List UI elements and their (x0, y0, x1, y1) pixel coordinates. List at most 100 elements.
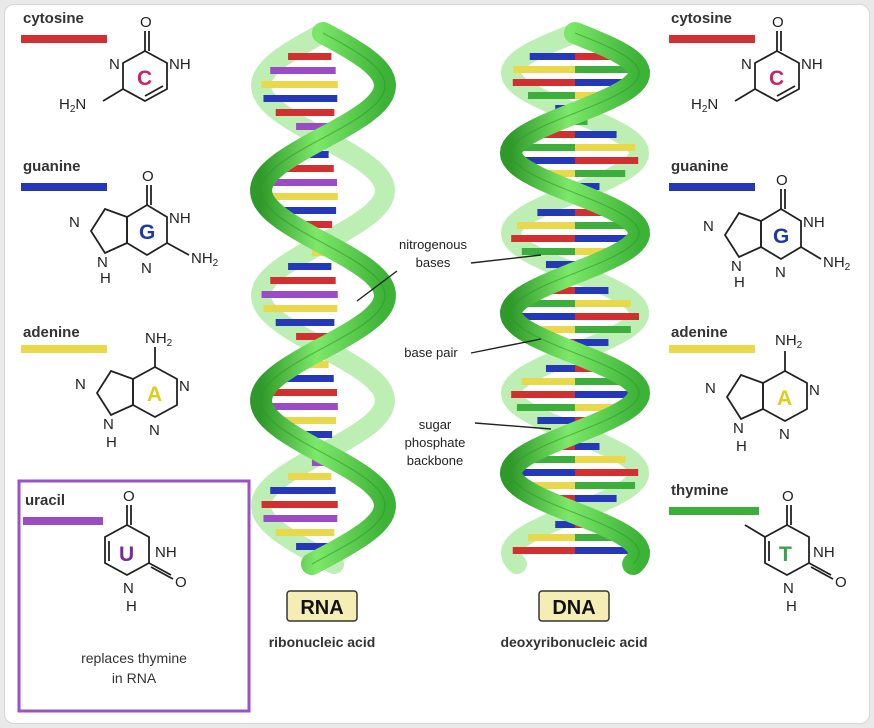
rna-rung (288, 263, 332, 270)
svg-text:N: N (775, 264, 786, 281)
svg-text:T: T (779, 543, 792, 566)
rna-back-strand (251, 23, 395, 574)
svg-text:C: C (769, 67, 784, 90)
dna-rung-right (575, 547, 638, 554)
uracil-note-line2: in RNA (112, 670, 157, 686)
dna-rung-right (575, 79, 638, 86)
thymine-color-bar (669, 507, 759, 515)
rna-rung (261, 291, 338, 298)
dna-caption: deoxyribonucleic acid (500, 634, 647, 650)
dna-back-strand (500, 23, 650, 574)
dna-rung-right (575, 170, 626, 177)
annotation-nitrogenous: nitrogenous (399, 237, 467, 252)
dna-rung-right (575, 339, 609, 346)
rna-rung (268, 417, 337, 424)
svg-text:H: H (100, 270, 111, 287)
svg-text:O: O (123, 488, 135, 505)
svg-text:N: N (179, 378, 190, 395)
svg-text:H: H (126, 598, 137, 615)
rna-rung (296, 333, 330, 340)
svg-text:N: N (733, 420, 744, 437)
dna-rung-left (524, 456, 575, 463)
rna-caption-group: RNA ribonucleic acid (269, 590, 375, 650)
dna-rung-left (555, 521, 575, 528)
dna-rung-left (521, 378, 575, 385)
adenine-left: adenine NH2 N N N N H A (21, 324, 190, 451)
adenine-color-bar-right (669, 345, 755, 353)
svg-text:N: N (103, 416, 114, 433)
rna-rung (270, 67, 336, 74)
svg-text:A: A (777, 387, 792, 410)
dna-rung-right (575, 534, 622, 541)
dna-rung-left (529, 53, 575, 60)
rna-rung (288, 53, 332, 60)
svg-text:O: O (835, 574, 847, 591)
dna-rung-left (545, 261, 575, 268)
svg-text:N: N (783, 580, 794, 597)
dna-strand-edge (510, 32, 640, 565)
annotation-phosphate: phosphate (405, 435, 466, 450)
dna-rung-left (516, 404, 575, 411)
guanine-label: guanine (23, 158, 81, 175)
svg-text:N: N (109, 56, 120, 73)
diagram-frame: cytosine O N NH H2N C guanine O NH N (4, 4, 870, 724)
annotation-bases: bases (416, 255, 451, 270)
svg-text:O: O (175, 574, 187, 591)
dna-rung-right (575, 495, 617, 502)
rna-dna-diagram: cytosine O N NH H2N C guanine O NH N (17, 10, 851, 713)
rna-rung (261, 403, 338, 410)
rna-rung (278, 375, 334, 382)
dna-label: DNA (552, 597, 595, 619)
dna-rung-right (575, 144, 636, 151)
rna-rung (270, 277, 336, 284)
dna-rung-right (575, 66, 637, 73)
svg-text:NH: NH (155, 544, 177, 561)
dna-rung-left (511, 235, 575, 242)
svg-text:N: N (731, 258, 742, 275)
uracil-note-line1: replaces thymine (81, 650, 187, 666)
adenine-structure: NH2 N N N N H A (75, 330, 190, 451)
dna-rung-left (519, 300, 575, 307)
rna-rung (275, 529, 335, 536)
dna-rung-left (512, 79, 575, 86)
adenine-color-bar (21, 345, 107, 353)
rna-rung (270, 487, 336, 494)
svg-text:N: N (97, 254, 108, 271)
dna-rung-right (575, 235, 639, 242)
dna-rung-left (514, 482, 575, 489)
uracil-label: uracil (25, 492, 65, 509)
svg-text:O: O (142, 168, 154, 185)
svg-text:O: O (776, 172, 788, 189)
rna-rung (296, 543, 330, 550)
dna-rung-left (514, 144, 575, 151)
rna-rung (263, 515, 338, 522)
guanine-right: guanine O NH N N N H NH2 G (669, 158, 851, 291)
cytosine-left: cytosine O N NH H2N C (21, 10, 191, 115)
cytosine-color-bar-right (669, 35, 755, 43)
dna-rung-right (575, 482, 636, 489)
dna-label-box (538, 590, 610, 622)
svg-text:G: G (139, 221, 155, 244)
dna-rung-right (575, 131, 617, 138)
svg-text:NH: NH (169, 210, 191, 227)
guanine-structure: O NH N N N H NH2 G (69, 168, 219, 287)
rna-label: RNA (300, 597, 343, 619)
svg-text:C: C (137, 67, 152, 90)
dna-rung-right (575, 456, 626, 463)
dna-rung-right (575, 313, 639, 320)
guanine-color-bar-right (669, 183, 755, 191)
rna-rung (268, 207, 337, 214)
rna-helix (250, 22, 396, 575)
dna-rung-left (521, 248, 575, 255)
rna-rung (261, 81, 338, 88)
svg-text:N: N (809, 382, 820, 399)
svg-text:N: N (741, 56, 752, 73)
guanine-color-bar (21, 183, 107, 191)
dna-rung-right (575, 391, 639, 398)
svg-text:O: O (140, 14, 152, 31)
dna-rung-right (575, 157, 639, 164)
svg-text:N: N (123, 580, 134, 597)
svg-text:O: O (782, 488, 794, 505)
dna-rung-left (528, 92, 575, 99)
svg-text:NH2: NH2 (191, 250, 219, 269)
